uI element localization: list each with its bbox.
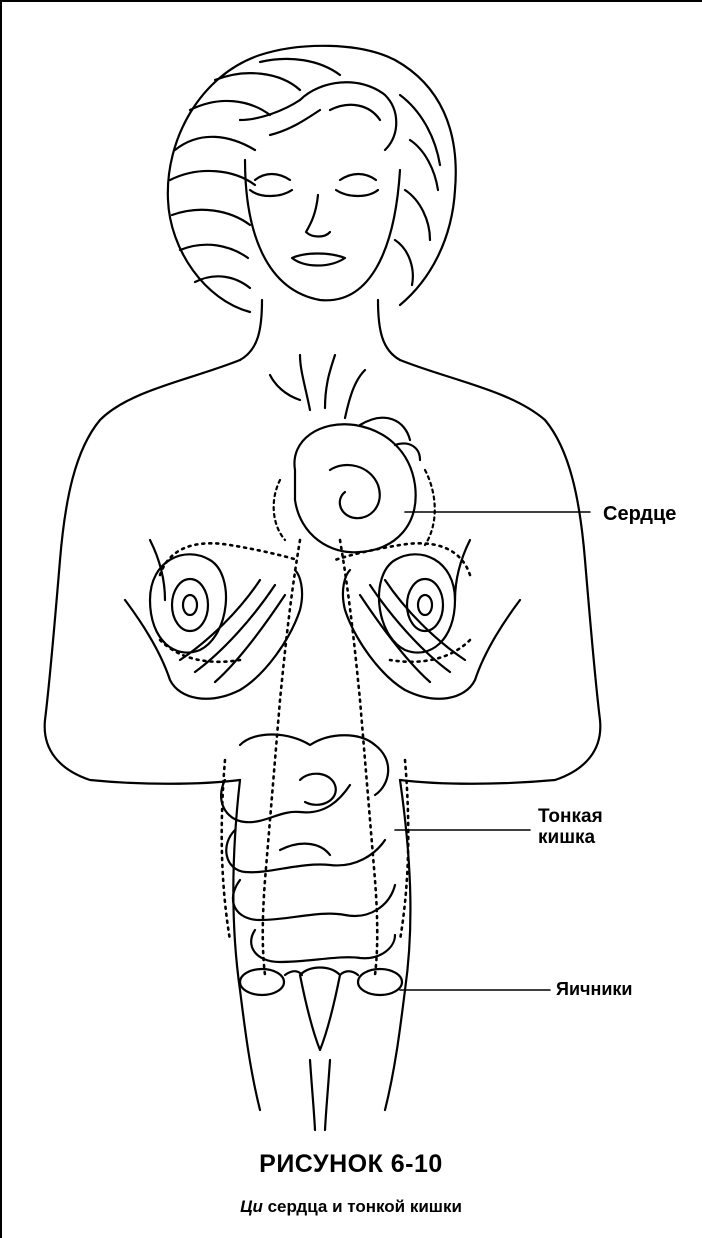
- label-small-intestine-line1: Тонкая: [538, 807, 603, 828]
- breasts: [150, 554, 455, 652]
- label-ovaries: Яичники: [556, 980, 632, 1000]
- label-small-intestine-line2: кишка: [538, 828, 603, 849]
- label-small-intestine: Тонкая кишка: [538, 807, 603, 849]
- caption-subtitle-text: сердца и тонкой кишки: [263, 1197, 462, 1216]
- ovaries-uterus: [240, 968, 402, 1131]
- label-heart: Сердце: [603, 503, 676, 525]
- caption-subtitle-emphasis: Ци: [240, 1197, 263, 1216]
- meridian-paths: [160, 540, 470, 975]
- face: [245, 160, 400, 300]
- small-intestine: [221, 734, 395, 962]
- leader-lines: [395, 512, 590, 990]
- figure-caption-subtitle: Ци сердца и тонкой кишки: [0, 1197, 702, 1217]
- heart: [270, 355, 435, 552]
- hands: [125, 570, 520, 699]
- hair: [168, 46, 456, 312]
- body-outline: [45, 300, 601, 1110]
- figure-caption-title: РИСУНОК 6-10: [0, 1150, 702, 1179]
